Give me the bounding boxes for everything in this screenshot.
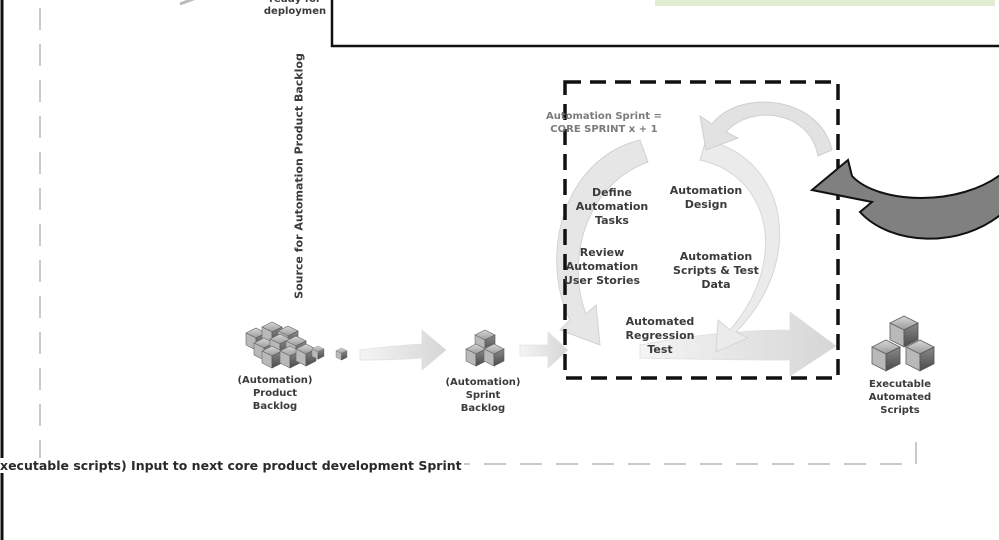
arrow-product-to-sprint: [359, 329, 447, 371]
sprint-backlog-cubes-icon: [465, 329, 505, 367]
cycle-arrow-right: [699, 139, 781, 353]
top-deployment-fragment: ready for deploymen: [263, 0, 327, 17]
vertical-source-label: Source for Automation Product Backlog: [292, 53, 306, 299]
product-backlog-label: (Automation) Product Backlog: [237, 375, 313, 412]
cycle-step-review-stories: Review Automation User Stories: [563, 246, 641, 287]
cycle-arrow-top: [699, 101, 833, 157]
product-backlog-cubes-icon: [245, 321, 348, 369]
top-panel-border: [330, 0, 999, 48]
dashed-feedback-loop: [39, 8, 917, 465]
top-panel-highlight: [655, 0, 995, 6]
cycle-arrow-left: [556, 139, 649, 346]
cycle-step-regression-test: Automated Regression Test: [625, 315, 695, 356]
top-left-arrow-stub: [179, 0, 195, 6]
cycle-step-automation-design: Automation Design: [669, 184, 743, 211]
sprint-formula-note: Automation Sprint = CORE SPRINT x + 1: [546, 111, 662, 135]
arrow-sprint-to-cycle: [519, 331, 569, 369]
executable-scripts-cubes-icon: [871, 315, 935, 372]
cycle-step-define-tasks: Define Automation Tasks: [575, 186, 649, 227]
sprint-dashed-box: [563, 80, 840, 380]
executable-scripts-label: Executable Automated Scripts: [868, 379, 932, 416]
big-gray-curved-arrow: [809, 158, 999, 240]
bottom-input-label: xecutable scripts) Input to next core pr…: [0, 458, 464, 473]
sprint-backlog-label: (Automation) Sprint Backlog: [445, 377, 521, 414]
arrow-cycle-to-scripts: [639, 311, 837, 377]
cycle-step-scripts-test-data: Automation Scripts & Test Data: [673, 250, 759, 291]
